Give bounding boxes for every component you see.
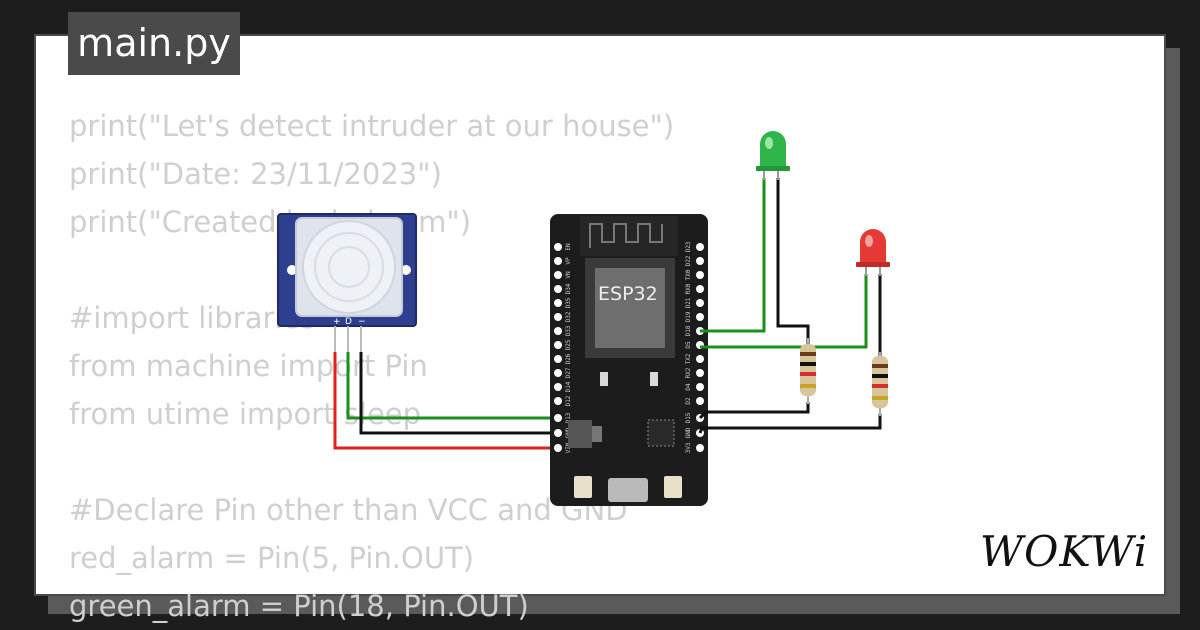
code-line: print("Let's detect intruder at our hous…	[69, 109, 675, 143]
pin-label-left-en: EN	[565, 243, 572, 251]
code-line: red_alarm = Pin(5, Pin.OUT)	[69, 541, 475, 575]
sensor-wires	[333, 352, 558, 450]
pin-label-right-d21: D21	[685, 297, 692, 308]
resistor-2[interactable]	[872, 352, 888, 416]
pin-label-right-d2: D2	[685, 397, 692, 405]
code-preview: print("Let's detect intruder at our hous…	[69, 102, 674, 630]
pin-label-left-d25: D25	[565, 339, 572, 350]
pin-label-right-rx2: RX2	[685, 367, 692, 378]
pin-label-right-tx0: TX0	[685, 269, 692, 280]
pins-left	[554, 243, 562, 452]
esp32-label: ESP32	[598, 283, 658, 305]
wire-green-led	[700, 178, 766, 333]
pin-label-right-rx0: RX0	[685, 283, 692, 294]
usb-port	[608, 478, 648, 502]
sensor-pin-label-gnd: −	[358, 317, 366, 327]
circuit-diagram: + D − ESP32	[277, 131, 890, 506]
code-line: from utime import sleep	[69, 397, 422, 431]
wire-gnd-1	[698, 402, 810, 420]
pin-label-left-d35: D35	[565, 297, 572, 308]
pin-label-right-d15: D15	[685, 412, 692, 423]
green-led[interactable]	[756, 131, 790, 180]
red-led[interactable]	[856, 229, 890, 276]
pin-label-left-d13: D13	[565, 412, 572, 423]
esp32-board[interactable]: ESP32 ENVPVND34D35D32D33D25D26D27D14D12D…	[550, 214, 708, 506]
pin-label-right-d5: D5	[685, 341, 692, 349]
wire-green-cathode	[776, 178, 810, 344]
wokwi-logo: WOKWi	[979, 527, 1149, 576]
wire-gnd-2	[698, 414, 882, 434]
pir-sensor[interactable]: + D −	[277, 213, 417, 352]
led-wires	[698, 178, 882, 434]
code-line: green_alarm = Pin(18, Pin.OUT)	[69, 589, 529, 623]
wire-power	[333, 352, 558, 450]
code-line: print("Date: 23/11/2023")	[69, 157, 442, 191]
pin-label-left-d32: D32	[565, 311, 572, 322]
pin-label-left-d33: D33	[565, 325, 572, 336]
sensor-pin-label-vcc: +	[333, 317, 341, 327]
pin-label-right-d4: D4	[685, 383, 692, 391]
pin-label-right-d23: D23	[685, 241, 692, 252]
pin-label-right-d18: D18	[685, 325, 692, 336]
project-preview-card[interactable]: print("Let's detect intruder at our hous…	[34, 34, 1166, 623]
reset-button[interactable]	[664, 476, 682, 498]
pin-label-left-d12: D12	[565, 395, 572, 406]
pin-label-right-gnd: GND	[685, 427, 692, 438]
wire-ground	[359, 352, 558, 435]
pin-label-left-d27: D27	[565, 367, 572, 378]
pins-right	[696, 243, 704, 452]
wire-red-led	[700, 274, 868, 349]
resistor-1[interactable]	[800, 338, 816, 404]
pin-label-right-3v3: 3V3	[685, 442, 692, 453]
pin-label-left-d14: D14	[565, 381, 572, 392]
pin-label-left-d26: D26	[565, 353, 572, 364]
wire-signal	[346, 352, 558, 420]
pin-label-left-vp: VP	[565, 257, 572, 265]
pin-label-right-d19: D19	[685, 311, 692, 322]
boot-button[interactable]	[574, 476, 592, 498]
pin-label-left-d34: D34	[565, 283, 572, 294]
pin-label-right-tx2: TX2	[685, 353, 692, 364]
pin-label-right-d22: D22	[685, 255, 692, 266]
file-tab[interactable]: main.py	[68, 12, 240, 75]
sensor-pin-label-data: D	[345, 317, 352, 327]
pin-label-left-vn: VN	[565, 271, 572, 279]
code-line: from machine import Pin	[69, 349, 428, 383]
